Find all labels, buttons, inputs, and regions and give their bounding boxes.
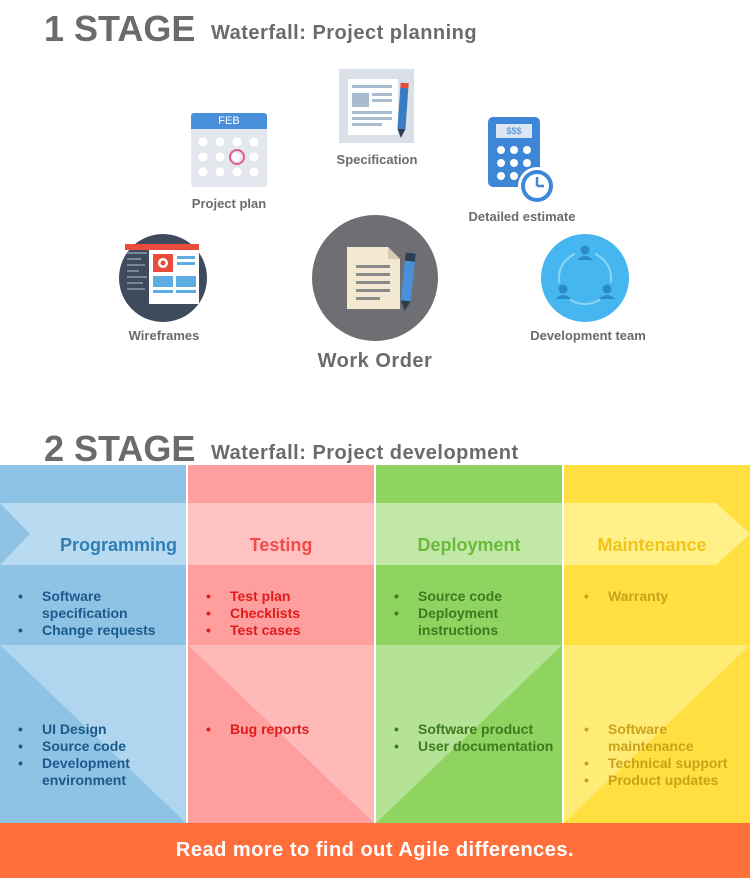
stage1-subtitle: Waterfall: Project planning (211, 22, 478, 44)
project-plan-label: Project plan (191, 196, 267, 211)
column-testing: Testing Test plan Checklists Test cases … (188, 465, 374, 823)
calculator-display: $$$ (506, 126, 522, 136)
wireframe-browser-icon (119, 234, 207, 322)
list-item: Software maintenance (584, 721, 734, 755)
work-order-label: Work Order (317, 350, 433, 372)
list-item: Development environment (18, 755, 168, 789)
work-order-document-icon (312, 215, 438, 341)
agile-differences-link[interactable]: Read more to find out Agile differences. (0, 823, 750, 878)
document-pen-icon (339, 69, 415, 143)
calculator-clock-icon (487, 116, 557, 206)
development-team-label: Development team (530, 328, 646, 343)
detailed-estimate-label: Detailed estimate (468, 209, 576, 224)
team-network-icon (541, 234, 629, 322)
list-item: Deployment instructions (394, 605, 554, 639)
maintenance-top-list: Warranty (584, 588, 744, 605)
column-title-programming: Programming (60, 535, 178, 555)
programming-bottom-list: UI Design Source code Development enviro… (18, 721, 168, 789)
deployment-bottom-list: Software product User documentation (394, 721, 560, 755)
wireframes-label: Wireframes (128, 328, 200, 343)
list-item: Test cases (206, 622, 366, 639)
list-item: Test plan (206, 588, 366, 605)
stage2-subtitle: Waterfall: Project development (211, 442, 519, 464)
column-title-deployment: Deployment (417, 535, 521, 555)
stage2-number: 2 STAGE (44, 428, 196, 469)
list-item: Product updates (584, 772, 734, 789)
column-programming: Programming Software specification Chang… (0, 465, 186, 823)
list-item: UI Design (18, 721, 168, 738)
list-item: Software specification (18, 588, 186, 622)
list-item: Bug reports (206, 721, 366, 738)
deployment-top-list: Source code Deployment instructions (394, 588, 554, 639)
list-item: Warranty (584, 588, 744, 605)
column-title-maintenance: Maintenance (597, 535, 707, 555)
testing-bottom-list: Bug reports (206, 721, 366, 738)
column-maintenance: Maintenance Warranty Software maintenanc… (564, 465, 750, 823)
calendar-icon (191, 113, 267, 187)
column-title-testing: Testing (249, 535, 313, 555)
stage1-number: 1 STAGE (44, 8, 196, 49)
list-item: Checklists (206, 605, 366, 622)
list-item: Technical support (584, 755, 734, 772)
programming-top-list: Software specification Change requests (18, 588, 186, 639)
testing-top-list: Test plan Checklists Test cases (206, 588, 366, 639)
column-deployment: Deployment Source code Deployment instru… (376, 465, 562, 823)
maintenance-bottom-list: Software maintenance Technical support P… (584, 721, 734, 789)
specification-label: Specification (336, 152, 418, 167)
list-item: Source code (18, 738, 168, 755)
list-item: Source code (394, 588, 554, 605)
calendar-month: FEB (218, 115, 240, 127)
list-item: Software product (394, 721, 560, 738)
list-item: Change requests (18, 622, 186, 639)
list-item: User documentation (394, 738, 560, 755)
